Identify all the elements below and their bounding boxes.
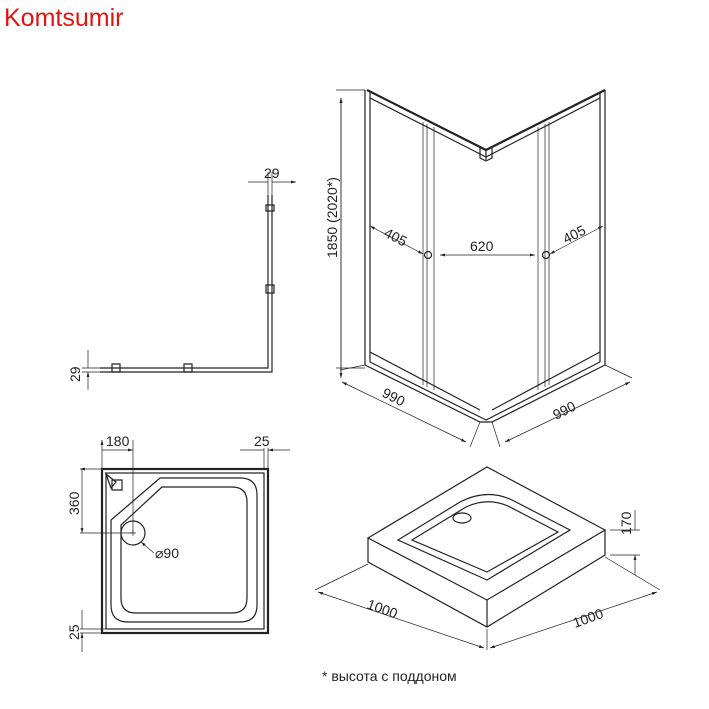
footnote: * высота с поддоном	[322, 668, 457, 684]
tray-height: 170	[618, 511, 634, 535]
tray-plan: 180 25 360 25 ⌀90	[66, 433, 290, 652]
side-right-length: 990	[550, 398, 578, 423]
offset-bottom-dimension: 25	[66, 624, 82, 640]
corner-x-dimension: 180	[106, 433, 130, 449]
profile-top-width: 29	[264, 165, 280, 181]
brand-logo: Komtsumir	[4, 4, 124, 32]
door-left-width: 405	[382, 224, 410, 249]
drain-diameter: ⌀90	[155, 545, 179, 561]
top-view: 29 29	[67, 165, 296, 390]
door-opening-width: 620	[470, 238, 494, 254]
door-right-width: 405	[560, 222, 588, 247]
cabin-isometric: 1850 (2020*) 405 620 405 990 990	[324, 89, 633, 448]
corner-y-dimension: 360	[66, 491, 82, 515]
side-left-length: 990	[380, 384, 408, 409]
tray-side-left: 1000	[365, 596, 400, 622]
offset-right-dimension: 25	[254, 433, 270, 449]
tray-side-right: 1000	[571, 605, 606, 631]
tray-isometric: 170 1000 1000	[314, 466, 661, 650]
profile-left-width: 29	[67, 366, 83, 382]
height-dimension: 1850 (2020*)	[324, 177, 340, 258]
